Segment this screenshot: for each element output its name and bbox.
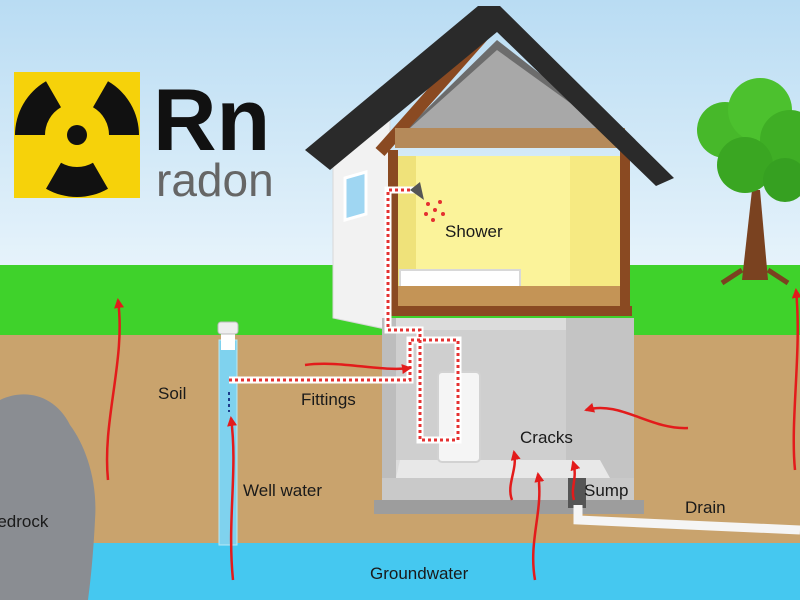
label-bedrock: Bedrock <box>0 512 49 531</box>
tree <box>697 78 800 286</box>
bedrock-rock <box>0 394 96 600</box>
label-sump: Sump <box>584 481 628 500</box>
side-window <box>343 170 368 222</box>
logo-symbol: Rn <box>153 70 270 169</box>
arrow-slab-2 <box>531 472 545 581</box>
well <box>217 321 239 546</box>
label-drain: Drain <box>685 498 726 517</box>
arrow-soil <box>105 298 125 481</box>
label-well-water: Well water <box>243 481 322 500</box>
shower-head-icon <box>410 182 445 222</box>
drain-pipe <box>573 505 800 535</box>
label-soil: Soil <box>158 384 186 403</box>
arrow-slab-1 <box>509 450 521 501</box>
radon-arrows <box>105 288 800 581</box>
arrow-fittings <box>304 362 412 375</box>
label-cracks: Cracks <box>520 428 573 447</box>
radiation-trefoil-icon <box>14 81 139 198</box>
label-shower: Shower <box>445 222 503 241</box>
arrow-cracks-right <box>584 402 689 430</box>
label-fittings: Fittings <box>301 390 356 409</box>
arrow-well <box>227 416 238 581</box>
radon-logo: Rn radon <box>14 70 274 206</box>
arrow-sump <box>570 460 581 501</box>
logo-name: radon <box>156 154 274 206</box>
roof <box>305 6 674 186</box>
arrow-right-edge <box>791 288 800 471</box>
groundwater-layer <box>0 543 800 600</box>
label-groundwater: Groundwater <box>370 564 469 583</box>
